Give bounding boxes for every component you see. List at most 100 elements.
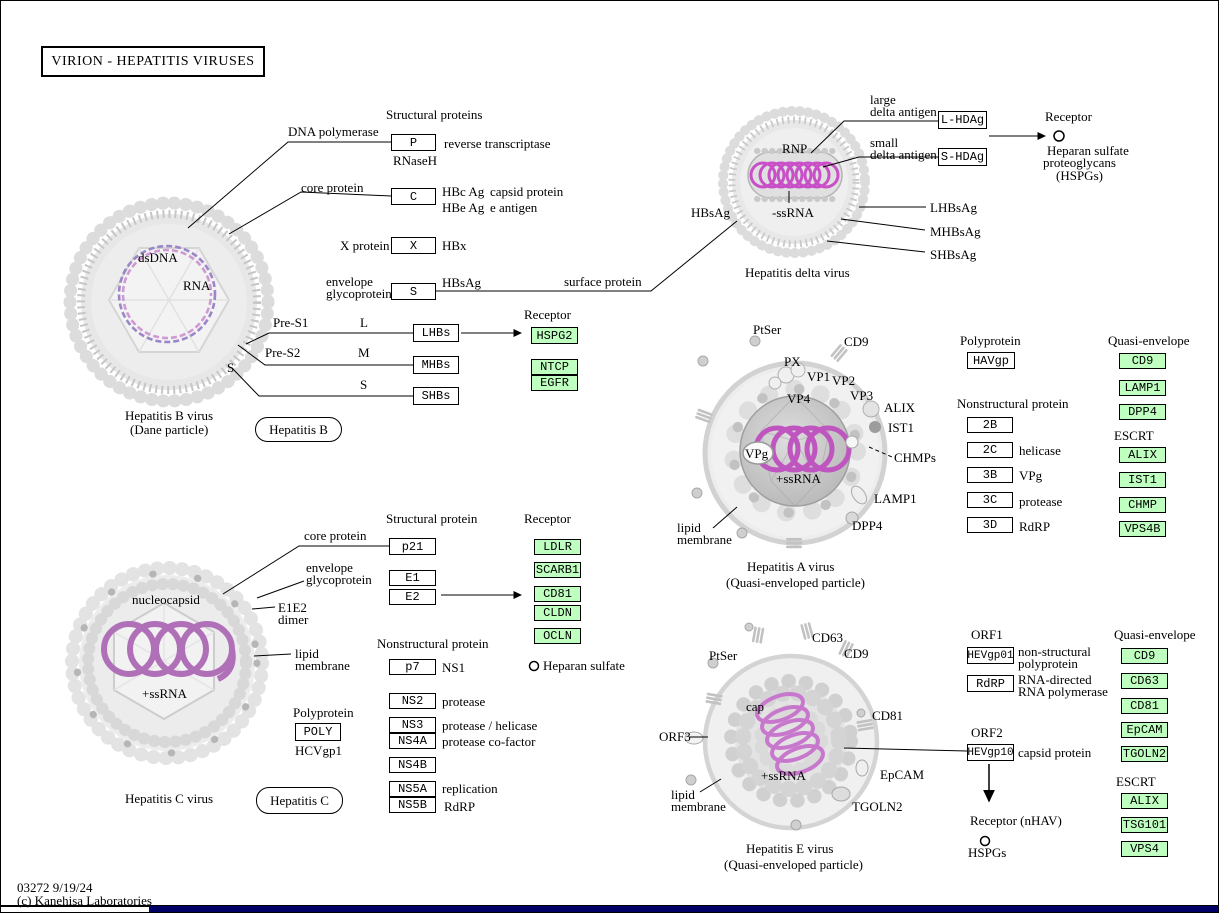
hepa-vp4-label: VP4 [787,391,811,406]
gene-box-NS2[interactable]: NS2 [389,693,436,709]
hepc-structural-heading: Structural protein [386,511,478,526]
gene-box-LHBs[interactable]: LHBs [413,324,459,342]
gene-box-P[interactable]: P [391,134,436,151]
gene-box-LDLR[interactable]: LDLR [534,539,581,555]
hepe-membrane-label: membrane [671,799,726,814]
gene-box-IST1[interactable]: IST1 [1119,472,1166,488]
gene-box-p21[interactable]: p21 [389,538,436,555]
hepb-m-label: M [358,345,370,360]
hepc-rdrp-label: RdRP [444,799,476,814]
gene-box-HSPG2[interactable]: HSPG2 [531,327,578,344]
gene-box-TSG101[interactable]: TSG101 [1121,817,1168,833]
gene-box-NS4B[interactable]: NS4B [389,757,436,773]
gene-box-EGFR[interactable]: EGFR [531,375,578,391]
hep-e-virion-illustration [684,621,880,831]
gene-box-NTCP[interactable]: NTCP [531,359,578,375]
gene-box-TGOLN2[interactable]: TGOLN2 [1121,746,1168,762]
hepb-hbeag-label: HBe Ag [442,200,485,215]
pathway-link-hepatitis-c[interactable]: Hepatitis C [256,787,343,814]
gene-box-NS3[interactable]: NS3 [389,717,436,733]
hepe-ssrna-label: +ssRNA [761,768,806,783]
hepa-vpg-label: VPg [745,446,769,461]
hepa-nonstructural-heading: Nonstructural protein [957,396,1069,411]
gene-box-CLDN[interactable]: CLDN [534,605,581,621]
gene-box-S[interactable]: S [391,283,436,300]
hepa-ptser-label: PtSer [753,322,782,337]
gene-box-E1[interactable]: E1 [389,570,436,586]
gene-box-NS5A[interactable]: NS5A [389,781,436,797]
hepa-vp1-label: VP1 [807,369,831,384]
hepc-ssrna-label: +ssRNA [142,686,187,701]
hepb-core-protein-label: core protein [301,180,364,195]
gene-box-RdRP-hepe[interactable]: RdRP [967,675,1014,692]
gene-box-MHBs[interactable]: MHBs [413,356,459,374]
hepa-dpp4-label: DPP4 [852,518,883,533]
hepb-e-antigen-label: e antigen [490,200,538,215]
gene-box-S-HDAg[interactable]: S-HDAg [938,148,987,166]
hepe-orf2-heading: ORF2 [971,725,1003,740]
gene-box-NS4A[interactable]: NS4A [389,733,436,749]
gene-box-p7[interactable]: p7 [389,659,436,675]
gene-box-LAMP1[interactable]: LAMP1 [1119,380,1166,396]
hepb-rna-label: RNA [183,278,211,293]
gene-box-ALIX-hepe[interactable]: ALIX [1121,793,1168,809]
gene-box-L-HDAg[interactable]: L-HDAg [938,111,987,129]
hepc-receptor-heading: Receptor [524,511,571,526]
hepe-lipid-label: lipid [671,787,695,802]
hepe-capsid-protein-label: capsid protein [1018,745,1092,760]
gene-box-HEVgp10[interactable]: HEVgp10 [967,744,1014,761]
gene-box-X[interactable]: X [391,237,436,254]
gene-box-3D[interactable]: 3D [967,517,1013,533]
gene-box-NS5B[interactable]: NS5B [389,797,436,813]
gene-box-EpCAM[interactable]: EpCAM [1121,722,1168,738]
gene-box-POLY[interactable]: POLY [295,723,341,741]
gene-box-HEVgp01[interactable]: HEVgp01 [967,647,1014,664]
gene-box-C[interactable]: C [391,188,436,205]
delta-large-label: large [870,92,896,107]
delta-heparan-line2: proteoglycans [1043,155,1116,170]
hepa-rdrp-label: RdRP [1019,519,1051,534]
hepe-orf3-label: ORF3 [659,729,691,744]
gene-box-CHMP[interactable]: CHMP [1119,497,1166,513]
hepb-envelope-label: envelope [326,274,373,289]
gene-box-ALIX-hepa[interactable]: ALIX [1119,447,1166,463]
gene-box-CD81-hepc[interactable]: CD81 [534,586,581,602]
gene-box-VPS4[interactable]: VPS4 [1121,841,1168,857]
hepc-nonstructural-heading: Nonstructural protein [377,636,489,651]
hepb-x-protein-label: X protein [340,238,390,253]
gene-box-HAVgp[interactable]: HAVgp [967,352,1015,369]
hepb-s-virus-label: S [227,360,235,375]
delta-lhbsag-label: LHBsAg [930,200,977,215]
hepe-quasi-envelope-heading: Quasi-envelope [1114,627,1196,642]
hepb-l-label: L [360,315,368,330]
gene-box-SHBs[interactable]: SHBs [413,387,459,405]
gene-box-CD9-hepa[interactable]: CD9 [1119,353,1166,369]
hepb-surface-protein-label: surface protein [564,274,642,289]
gene-box-CD9-hepe[interactable]: CD9 [1121,648,1168,664]
gene-box-CD63[interactable]: CD63 [1121,673,1168,689]
gene-box-3C[interactable]: 3C [967,492,1013,508]
hepatitis-delta-virion-illustration [718,106,870,258]
gene-box-DPP4[interactable]: DPP4 [1119,404,1166,420]
gene-box-VPS4B[interactable]: VPS4B [1119,521,1166,537]
gene-box-2B[interactable]: 2B [967,417,1013,433]
gene-box-E2[interactable]: E2 [389,589,436,605]
hepc-core-protein-label: core protein [304,528,367,543]
hepe-nonstructural-label-line1: non-structural [1018,644,1091,659]
delta-mhbsag-label: MHBsAg [930,224,981,239]
pathway-title: VIRION - HEPATITIS VIRUSES [41,46,265,77]
gene-box-2C[interactable]: 2C [967,442,1013,458]
hepc-e1e2-label: E1E2 [278,600,307,615]
hepa-chmps-label: CHMPs [894,450,936,465]
gene-box-SCARB1[interactable]: SCARB1 [534,562,581,578]
hep-c-virion-illustration [65,561,269,765]
pathway-link-hepatitis-b[interactable]: Hepatitis B [255,417,342,442]
gene-box-3B[interactable]: 3B [967,467,1013,483]
gene-box-CD81-hepe[interactable]: CD81 [1121,698,1168,714]
copyright-notice: (c) Kanehisa Laboratories [17,893,152,908]
hepe-cap-label: cap [746,699,765,714]
gene-box-OCLN[interactable]: OCLN [534,628,581,644]
delta-small-label: small [870,135,899,150]
hep-a-virion-illustration [691,335,888,549]
